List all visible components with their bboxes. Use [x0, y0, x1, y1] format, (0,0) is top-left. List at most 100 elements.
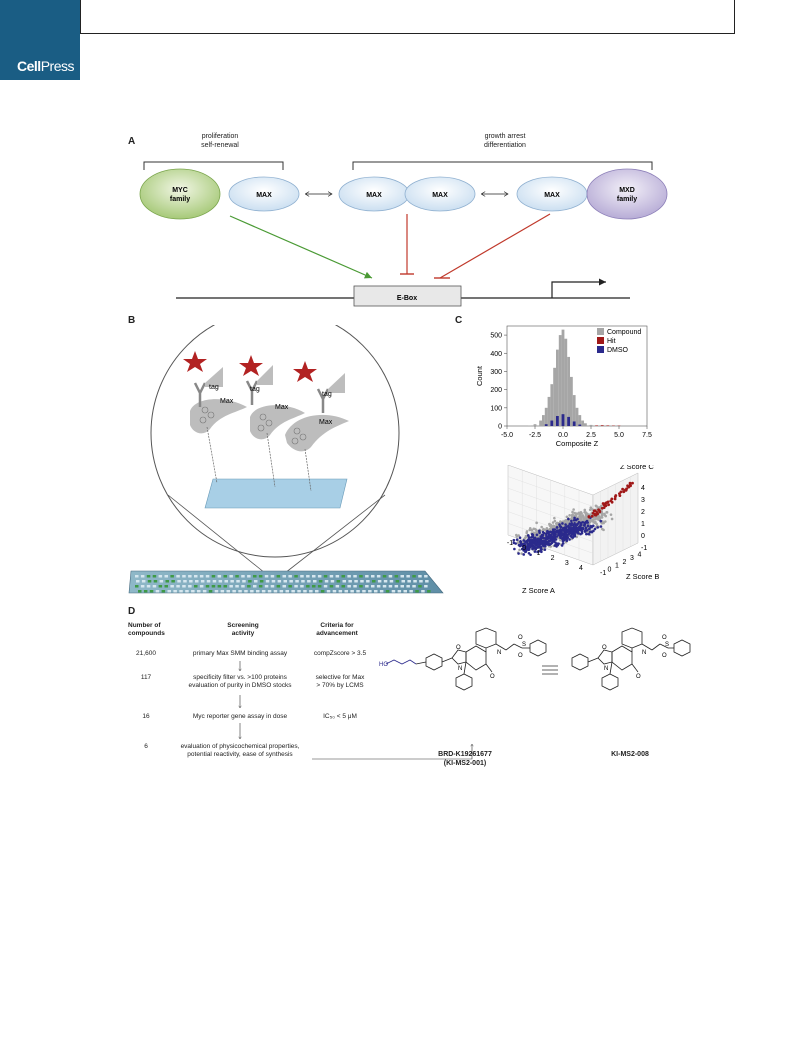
scatter-point-dmso: [529, 540, 533, 543]
panel-label-d: D: [128, 606, 136, 617]
microarray-spot: [356, 590, 360, 593]
cellpress-logo: CellPress: [0, 0, 80, 80]
microarray-spot: [300, 575, 304, 578]
microarray-spot: [323, 585, 328, 588]
mxd-label-1: MXD: [619, 187, 635, 194]
microarray-spot: [176, 575, 180, 578]
row-activity: Myc reporter gene assay in dose: [192, 713, 288, 720]
transcription-arrow: [551, 278, 606, 298]
scatter-point-compound: [583, 508, 587, 512]
scatter-point-hit: [592, 509, 596, 513]
scatter-point-dmso: [519, 542, 523, 546]
scatter-point-dmso: [529, 543, 533, 546]
microarray-spot: [135, 585, 139, 588]
histogram-bar: [572, 395, 576, 426]
scatter-point-dmso: [569, 534, 572, 538]
legend-swatch: [597, 337, 604, 344]
antibody-2: tag: [239, 355, 273, 405]
scatter-x-label: Z Score A: [522, 586, 555, 595]
microarray-spot: [407, 580, 411, 583]
scatter-point-dmso: [535, 546, 539, 549]
scatter-point-dmso: [541, 535, 544, 539]
scatter-point-hit: [596, 512, 600, 516]
microarray-spot: [303, 590, 307, 593]
scatter-point-compound: [565, 515, 569, 519]
microarray-spot: [285, 590, 289, 593]
scatter-z-tick: 3: [641, 497, 645, 504]
microarray-spot: [424, 585, 428, 588]
microarray-spot: [170, 575, 174, 578]
scatter-point-dmso: [568, 538, 571, 541]
scatter-point-compound: [604, 520, 607, 523]
microarray-spot: [241, 585, 245, 588]
scatter-point-dmso: [528, 536, 531, 539]
scatter-point-dmso: [545, 534, 548, 538]
scatter-point-dmso: [537, 539, 540, 542]
scatter-point-compound: [604, 514, 608, 518]
scatter-point-compound: [577, 511, 581, 515]
microarray-spot: [312, 575, 316, 578]
microarray-spot: [338, 590, 343, 593]
scatter-point-dmso: [541, 530, 545, 534]
microarray-spot: [427, 590, 431, 593]
scatter-y-tick: 0: [608, 566, 612, 573]
microarray-spot: [164, 575, 168, 578]
histogram-bar: [550, 420, 554, 426]
antibody-1: tag: [183, 351, 223, 407]
max-protein-label-1: Max: [220, 398, 234, 405]
scatter-point-hit: [591, 511, 595, 515]
ebox-rect: [353, 285, 462, 307]
microarray-spot: [152, 575, 157, 578]
scatter-point-dmso: [526, 546, 529, 550]
microarray-spot: [347, 585, 351, 588]
histogram-bar: [542, 415, 545, 426]
scatter-point-dmso: [570, 531, 573, 534]
scatter-point-dmso: [553, 528, 557, 531]
microarray-spot: [283, 580, 287, 583]
scatter-z-tick: 4: [641, 485, 645, 492]
scatter-point-dmso: [554, 541, 557, 544]
microarray-spot: [354, 580, 358, 583]
scatter-point-hit: [598, 509, 601, 513]
star-icon: [293, 361, 317, 382]
microarray-spot: [211, 585, 216, 588]
microarray-spot: [253, 585, 257, 588]
scatter-point-compound: [579, 515, 583, 518]
sulfonyl-o-label-2: O: [518, 653, 523, 659]
myc-label-1: MYC: [172, 187, 188, 194]
microarray-spot: [341, 575, 345, 578]
microarray-spot: [235, 585, 239, 588]
scatter-point-dmso: [574, 518, 578, 522]
scatter-point-compound: [553, 519, 557, 523]
scatter-x-tick: 3: [565, 560, 569, 567]
scatter-point-dmso: [526, 534, 530, 537]
scatter-point-compound: [568, 514, 571, 517]
histogram-bar: [589, 424, 593, 426]
microarray-spot: [147, 580, 152, 583]
scatter-point-compound: [543, 528, 547, 532]
histogram-bar: [578, 424, 582, 426]
histogram-x-tick: -5.0: [501, 432, 513, 439]
microarray-spot: [401, 580, 405, 583]
microarray-spot: [389, 580, 394, 583]
histogram-y-tick: 400: [490, 351, 502, 358]
carbonyl-o-label: O: [490, 674, 495, 680]
microarray-spot: [277, 580, 282, 583]
microarray-spot: [167, 590, 171, 593]
scatter-point-dmso: [584, 526, 588, 530]
scatter-point-hit: [587, 515, 591, 519]
scatter-point-dmso: [584, 521, 588, 524]
histogram-bar: [533, 424, 537, 426]
histogram-bar: [595, 425, 598, 426]
microarray-spot: [335, 575, 340, 578]
scatter-y-label: Z Score B: [626, 572, 659, 581]
microarray-spot: [267, 590, 272, 593]
microarray-spot: [368, 590, 372, 593]
scatter-point-dmso: [577, 520, 581, 524]
microarray-spot: [179, 590, 183, 593]
microarray-spot: [212, 580, 217, 583]
compound2-carbonyl-o-label: O: [636, 674, 641, 680]
scatter-point-dmso: [573, 531, 577, 534]
